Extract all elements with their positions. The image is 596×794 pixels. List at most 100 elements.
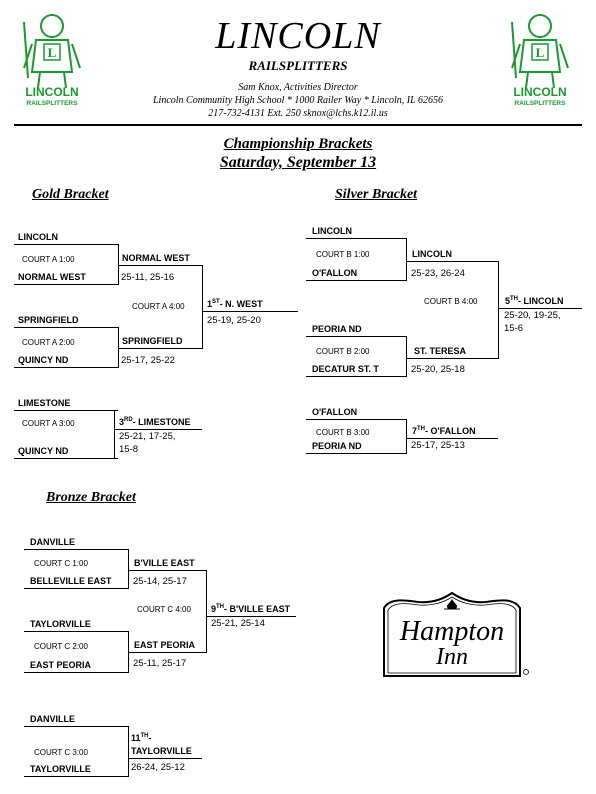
winner-name: LINCOLN bbox=[412, 249, 452, 259]
place-winner: 11TH- bbox=[131, 733, 152, 743]
bracket-line bbox=[206, 570, 207, 653]
team-name: PEORIA ND bbox=[312, 324, 362, 334]
bracket-line bbox=[406, 261, 498, 262]
address-line: Lincoln Community High School * 1000 Rai… bbox=[153, 95, 443, 106]
team-name: QUINCY ND bbox=[18, 446, 69, 456]
team-name: LINCOLN bbox=[312, 226, 352, 236]
bracket-line bbox=[202, 265, 203, 349]
bracket-line bbox=[14, 367, 118, 368]
bracket-line bbox=[24, 672, 128, 673]
bracket-line bbox=[498, 308, 582, 309]
bracket-line bbox=[406, 438, 498, 439]
bracket-line bbox=[306, 280, 406, 281]
team-name: DECATUR ST. T bbox=[312, 364, 379, 374]
team-name: BELLEVILLE EAST bbox=[30, 576, 112, 586]
team-name: NORMAL WEST bbox=[18, 272, 86, 282]
match-score: 25-19, 25-20 bbox=[207, 315, 261, 326]
svg-text:LINCOLN: LINCOLN bbox=[513, 85, 566, 99]
bracket-line bbox=[306, 238, 406, 239]
winner-name: TAYLORVILLE bbox=[131, 746, 192, 756]
bracket-line bbox=[14, 284, 118, 285]
bracket-line bbox=[118, 244, 119, 285]
subtitle: RAILSPLITTERS bbox=[248, 58, 348, 73]
contact-line: 217-732-4131 Ext. 250 sknox@lchs.k12.il.… bbox=[208, 108, 388, 119]
team-name: DANVILLE bbox=[30, 714, 75, 724]
winner-name: EAST PEORIA bbox=[134, 640, 196, 650]
bracket-line bbox=[406, 358, 498, 359]
match-score: 25-21, 25-14 bbox=[211, 618, 265, 629]
svg-text:Inn: Inn bbox=[435, 644, 468, 670]
bracket-line bbox=[128, 570, 206, 571]
match-score: 25-23, 26-24 bbox=[411, 268, 465, 279]
match-score: 26-24, 25-12 bbox=[131, 762, 185, 773]
bracket-line bbox=[14, 410, 118, 411]
match-score: 25-11, 25-17 bbox=[133, 658, 187, 669]
team-name: TAYLORVILLE bbox=[30, 619, 91, 629]
railsplitters-logo-right: L LINCOLN RAILSPLITTERS bbox=[511, 14, 569, 107]
court-time: COURT A 1:00 bbox=[22, 255, 75, 264]
team-name: TAYLORVILLE bbox=[30, 764, 91, 774]
svg-text:LINCOLN: LINCOLN bbox=[25, 85, 78, 99]
team-name: EAST PEORIA bbox=[30, 660, 92, 670]
match-score: 25-20, 19-25, bbox=[504, 310, 561, 321]
bracket-line bbox=[118, 348, 202, 349]
champion-name: 9TH- B'VILLE EAST bbox=[211, 604, 291, 614]
page-title: LINCOLN bbox=[215, 15, 381, 57]
svg-text:RAILSPLITTERS: RAILSPLITTERS bbox=[515, 100, 567, 107]
hampton-inn-logo: Hampton Inn bbox=[383, 591, 529, 677]
championship-heading: Championship Brackets bbox=[223, 136, 373, 152]
event-date: Saturday, September 13 bbox=[219, 154, 377, 171]
gold-bracket-title: Gold Bracket bbox=[32, 187, 109, 202]
bracket-line bbox=[118, 327, 119, 368]
svg-text:Hampton: Hampton bbox=[399, 616, 504, 647]
champion-name: 1ST- N. WEST bbox=[207, 299, 263, 309]
bracket-line bbox=[406, 238, 407, 281]
bracket-line bbox=[128, 549, 129, 589]
team-name: SPRINGFIELD bbox=[18, 315, 79, 325]
match-score: 25-17, 25-22 bbox=[121, 355, 175, 366]
court-time: COURT A 3:00 bbox=[22, 419, 75, 428]
winner-name: SPRINGFIELD bbox=[122, 336, 183, 346]
bracket-line bbox=[14, 327, 118, 328]
bracket-line bbox=[498, 261, 499, 359]
court-time: COURT C 3:00 bbox=[34, 748, 88, 757]
bronze-bracket-title: Bronze Bracket bbox=[46, 490, 136, 505]
team-name: O'FALLON bbox=[312, 268, 358, 278]
bracket-line bbox=[14, 244, 118, 245]
svg-text:RAILSPLITTERS: RAILSPLITTERS bbox=[27, 100, 79, 107]
bracket-line bbox=[306, 419, 406, 420]
team-name: O'FALLON bbox=[312, 407, 358, 417]
court-time: COURT C 2:00 bbox=[34, 642, 88, 651]
team-name: LINCOLN bbox=[18, 232, 58, 242]
bracket-line bbox=[118, 265, 202, 266]
match-score: 25-21, 17-25, bbox=[119, 431, 176, 442]
court-time: COURT C 1:00 bbox=[34, 559, 88, 568]
director-line: Sam Knox, Activities Director bbox=[238, 82, 358, 93]
bracket-line bbox=[24, 549, 128, 550]
bracket-line bbox=[24, 726, 128, 727]
match-score: 25-11, 25-16 bbox=[121, 272, 175, 283]
team-name: DANVILLE bbox=[30, 537, 75, 547]
winner-name: ST. TERESA bbox=[414, 346, 467, 356]
svg-text:L: L bbox=[48, 45, 57, 60]
bracket-line bbox=[406, 419, 407, 454]
team-name: QUINCY ND bbox=[18, 355, 69, 365]
svg-text:L: L bbox=[536, 45, 545, 60]
bracket-line bbox=[306, 453, 406, 454]
bracket-line bbox=[306, 376, 406, 377]
team-name: PEORIA ND bbox=[312, 441, 362, 451]
bracket-line bbox=[202, 311, 298, 312]
court-time: COURT B 1:00 bbox=[316, 250, 370, 259]
bracket-line bbox=[24, 776, 128, 777]
court-time: COURT A 2:00 bbox=[22, 338, 75, 347]
bracket-line bbox=[114, 429, 202, 430]
header-divider bbox=[14, 124, 582, 126]
team-name: LIMESTONE bbox=[18, 398, 71, 408]
court-time: COURT B 4:00 bbox=[424, 297, 478, 306]
bracket-line bbox=[24, 631, 128, 632]
match-score: 25-14, 25-17 bbox=[133, 576, 187, 587]
bracket-line bbox=[14, 458, 118, 459]
bracket-line bbox=[128, 758, 202, 759]
bracket-line bbox=[306, 336, 406, 337]
champion-name: 5TH- LINCOLN bbox=[505, 296, 564, 306]
